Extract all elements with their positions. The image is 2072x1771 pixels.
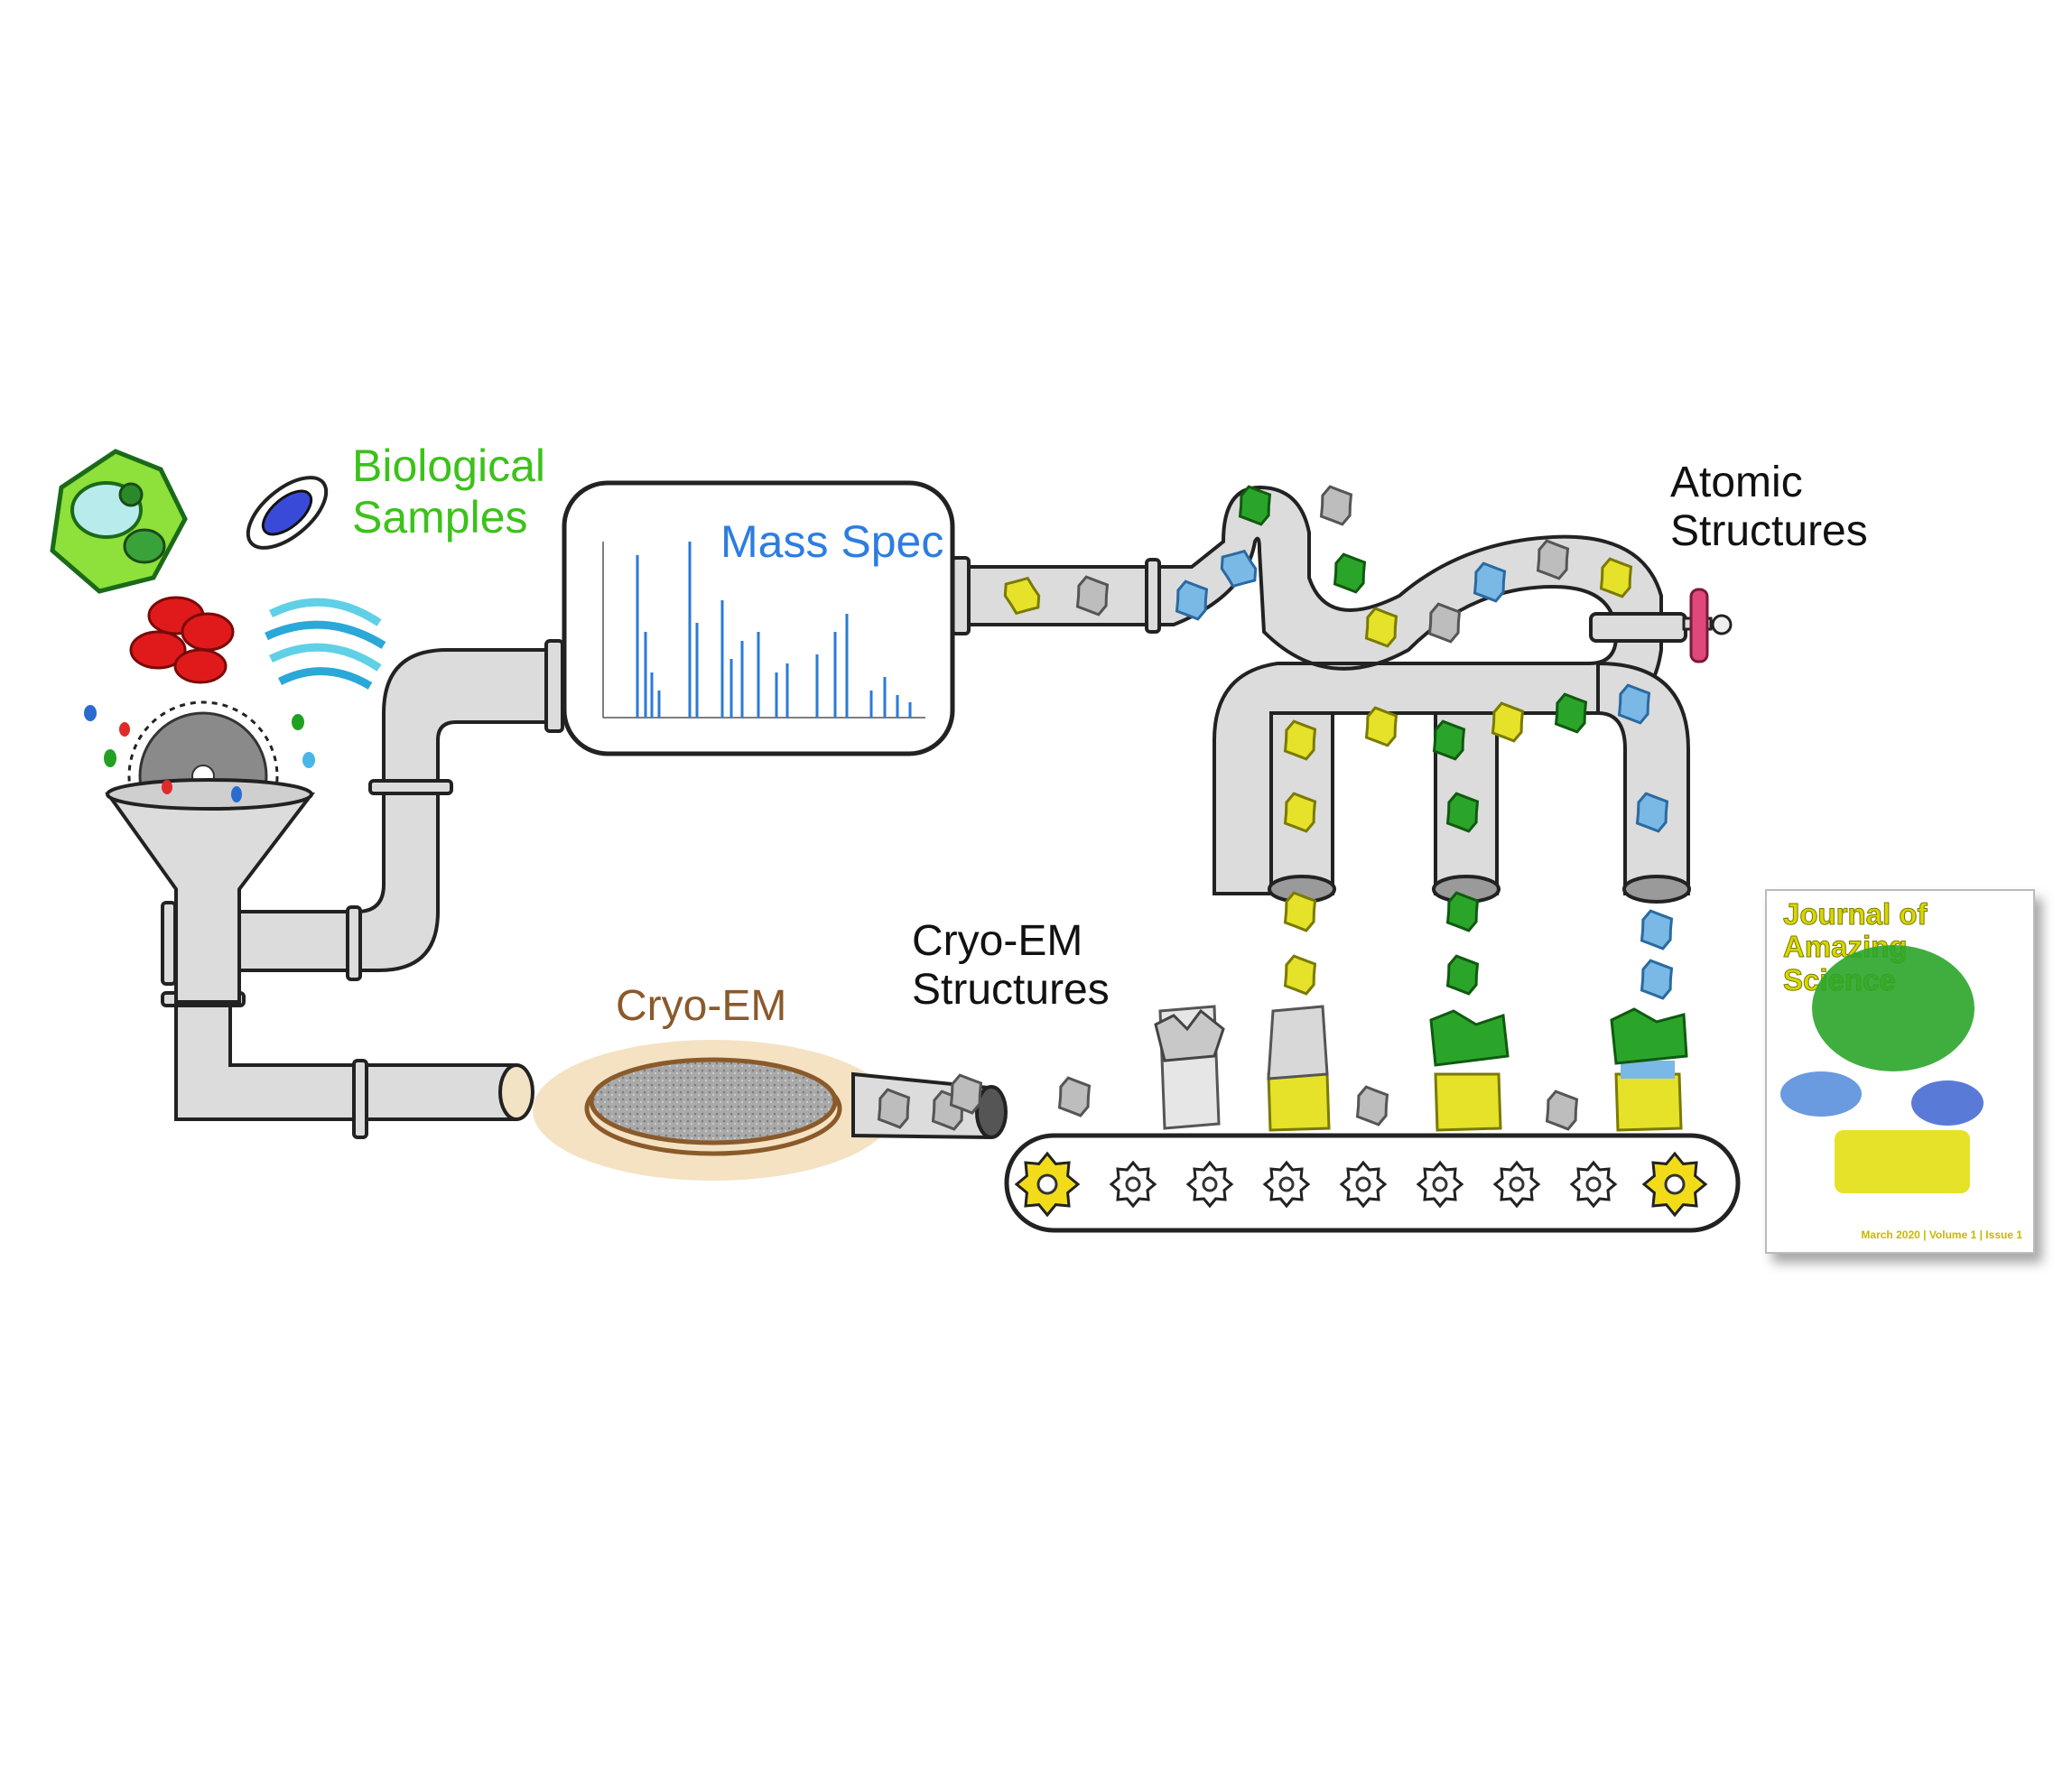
protein-blob bbox=[1617, 683, 1651, 725]
gear-icon bbox=[1014, 1151, 1081, 1218]
cryo-em-structures-label: Cryo-EM Structures bbox=[912, 917, 1110, 1015]
mass-spec-box bbox=[562, 480, 955, 756]
yellow-green-structure bbox=[1429, 1009, 1510, 1132]
pipe-network bbox=[174, 485, 1690, 1121]
protein-blob bbox=[1445, 792, 1480, 833]
protein-blob bbox=[1319, 485, 1353, 526]
protein-blob bbox=[877, 1088, 911, 1129]
protein-blob bbox=[1175, 580, 1209, 621]
cryo-em-grid bbox=[533, 1040, 894, 1181]
cryo-out-pipe bbox=[851, 1071, 1008, 1140]
protein-blob bbox=[1283, 719, 1317, 761]
protein-blob bbox=[1003, 576, 1041, 616]
belt-structures bbox=[1154, 1005, 1688, 1132]
gear-icon bbox=[1492, 1160, 1541, 1209]
journal-footer: March 2020 | Volume 1 | Issue 1 bbox=[1861, 1229, 2022, 1241]
journal-cover-art bbox=[1780, 945, 1984, 1193]
branch-pipe-right bbox=[1596, 661, 1690, 895]
protein-blob bbox=[1364, 607, 1398, 648]
protein-blob bbox=[1355, 1085, 1389, 1127]
protein-blob bbox=[1238, 485, 1272, 526]
protein-blob bbox=[1536, 539, 1570, 580]
cryo-em-label: Cryo-EM bbox=[616, 982, 787, 1030]
protein-blob bbox=[1491, 701, 1525, 743]
protein-blob bbox=[1057, 1076, 1092, 1117]
gray-structure bbox=[1154, 1005, 1225, 1130]
protein-blob bbox=[1445, 954, 1480, 996]
protein-blob bbox=[1554, 692, 1588, 734]
protein-blob bbox=[1432, 719, 1466, 761]
gear-row bbox=[1014, 1151, 1708, 1218]
protein-blob bbox=[1635, 792, 1669, 833]
protein-blob bbox=[1333, 552, 1367, 594]
gear-icon bbox=[1569, 1160, 1618, 1209]
protein-blob bbox=[1445, 891, 1480, 932]
atomic-structures-label: Atomic Structures bbox=[1670, 459, 1868, 556]
protein-blob bbox=[1283, 954, 1317, 996]
mass-spectrum-plot bbox=[602, 542, 925, 719]
protein-blob bbox=[1283, 891, 1317, 932]
valve-icon[interactable] bbox=[1682, 588, 1733, 663]
gear-icon bbox=[1416, 1160, 1464, 1209]
protein-blob bbox=[949, 1073, 983, 1115]
yellow-gray-structure bbox=[1267, 1005, 1331, 1132]
golgi-icon bbox=[265, 598, 386, 690]
protein-blob bbox=[1599, 557, 1633, 598]
funnel-icon bbox=[105, 778, 316, 1004]
gear-icon bbox=[1185, 1160, 1234, 1209]
protein-blob bbox=[1473, 561, 1507, 603]
gear-icon bbox=[1339, 1160, 1388, 1209]
journal-cover: Journal of Amazing Science March 2020 | … bbox=[1765, 889, 2035, 1254]
pipe-openings bbox=[1268, 875, 1691, 904]
gear-icon bbox=[1641, 1151, 1708, 1218]
protein-blob bbox=[1364, 706, 1398, 747]
plant-cell-icon bbox=[50, 449, 188, 594]
mass-spec-label: Mass Spec bbox=[720, 516, 944, 567]
protein-blob bbox=[1640, 909, 1674, 950]
gear-icon bbox=[1109, 1160, 1157, 1209]
protein-blobs bbox=[877, 485, 1674, 1131]
gear-icon bbox=[1262, 1160, 1311, 1209]
protein-blob bbox=[1283, 792, 1317, 833]
biological-samples-label: Biological Samples bbox=[352, 440, 546, 542]
protein-blob bbox=[1075, 575, 1110, 617]
red-blood-cells-icon bbox=[129, 596, 235, 684]
protein-blob bbox=[1427, 602, 1462, 644]
pipe-end-cryo bbox=[498, 1063, 534, 1121]
splash-drops bbox=[84, 705, 315, 802]
full-structure bbox=[1610, 1007, 1688, 1132]
protein-blob bbox=[1545, 1089, 1579, 1131]
protein-blob bbox=[1220, 549, 1258, 589]
bacterium-icon bbox=[246, 476, 329, 550]
protein-blob bbox=[1640, 959, 1674, 1000]
